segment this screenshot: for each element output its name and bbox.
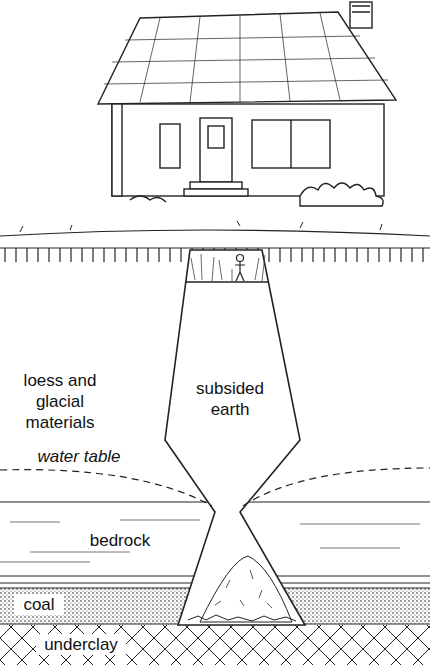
roof bbox=[98, 12, 396, 104]
ground-surface bbox=[0, 230, 430, 236]
house-wall bbox=[112, 104, 384, 196]
fallen-coal bbox=[188, 615, 296, 621]
layer-label: bedrock bbox=[70, 530, 170, 551]
grass bbox=[20, 221, 382, 232]
layer-label: underclay bbox=[36, 634, 126, 655]
door bbox=[200, 118, 232, 182]
window bbox=[252, 120, 330, 168]
underclay-hatch bbox=[0, 625, 430, 665]
pit-floor bbox=[186, 281, 268, 282]
layer-label: coal bbox=[14, 594, 64, 615]
person bbox=[235, 255, 245, 282]
rubble-texture bbox=[215, 570, 272, 608]
layer-label: loess and glacial materials bbox=[10, 370, 110, 433]
chimney bbox=[350, 2, 372, 28]
water-table bbox=[243, 468, 430, 506]
house bbox=[98, 2, 396, 206]
step bbox=[190, 182, 242, 189]
bushes bbox=[130, 196, 166, 202]
layer-label: subsided earth bbox=[185, 378, 275, 420]
step bbox=[184, 189, 248, 196]
grass-tufts bbox=[191, 254, 265, 281]
door-window bbox=[208, 126, 224, 148]
bushes bbox=[300, 183, 383, 206]
layer-label: water table bbox=[14, 446, 144, 467]
water-table bbox=[0, 470, 212, 506]
porch-post bbox=[112, 104, 122, 196]
subsidence-cavity bbox=[165, 250, 305, 625]
window bbox=[160, 124, 180, 168]
rubble-pile bbox=[200, 556, 292, 622]
